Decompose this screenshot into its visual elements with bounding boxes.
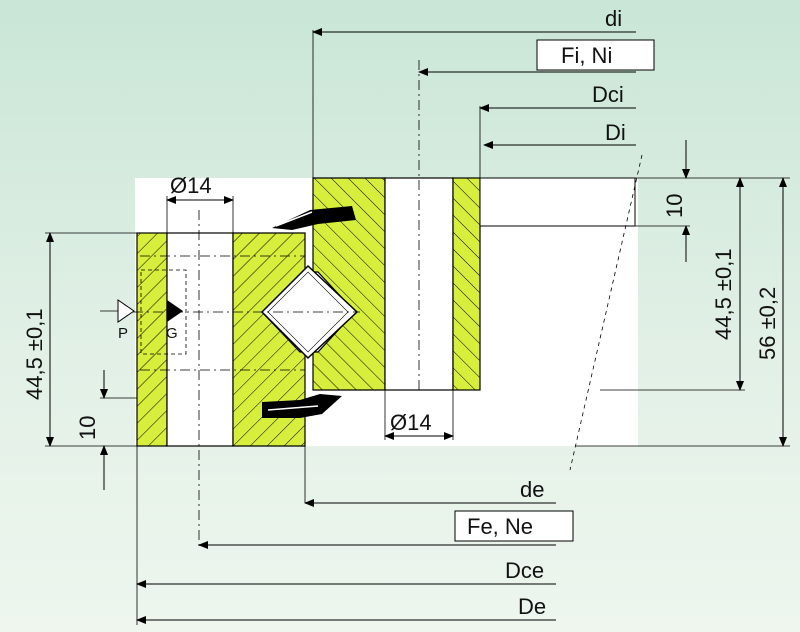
seal-top (272, 206, 356, 230)
cross-roller (260, 264, 359, 360)
label-Di: Di (605, 120, 626, 145)
break-line (569, 154, 643, 471)
label-height-left: 44,5 ±0,1 (22, 308, 47, 400)
p-marker-icon (117, 299, 135, 323)
phi-bottom-dimension (384, 390, 454, 440)
left-height-dimension (45, 232, 137, 490)
right-height-dimensions (575, 140, 790, 447)
label-ten-right: 10 (662, 194, 687, 218)
label-di: di (605, 6, 622, 31)
label-height-right-outer: 56 ±0,2 (755, 287, 780, 360)
label-dce: Dce (505, 558, 544, 583)
label-De: De (518, 594, 546, 619)
seal-bottom (262, 394, 342, 418)
label-ten-left: 10 (75, 416, 100, 440)
lube-port-box (140, 269, 187, 355)
top-dimensions (312, 28, 655, 178)
label-phi-bottom: Ø14 (390, 410, 432, 435)
label-phi-top: Ø14 (170, 173, 212, 198)
g-marker-icon (167, 300, 183, 322)
g-label: G (166, 325, 178, 342)
label-fi-ni: Fi, Ni (561, 43, 612, 68)
label-dci: Dci (592, 82, 624, 107)
label-height-right-inner: 44,5 ±0,1 (711, 248, 736, 340)
bottom-dimensions (136, 446, 574, 625)
label-de: de (520, 477, 544, 502)
phi-top-dimension (166, 196, 234, 233)
label-fe-ne: Fe, Ne (467, 514, 533, 539)
p-label: P (118, 325, 128, 342)
